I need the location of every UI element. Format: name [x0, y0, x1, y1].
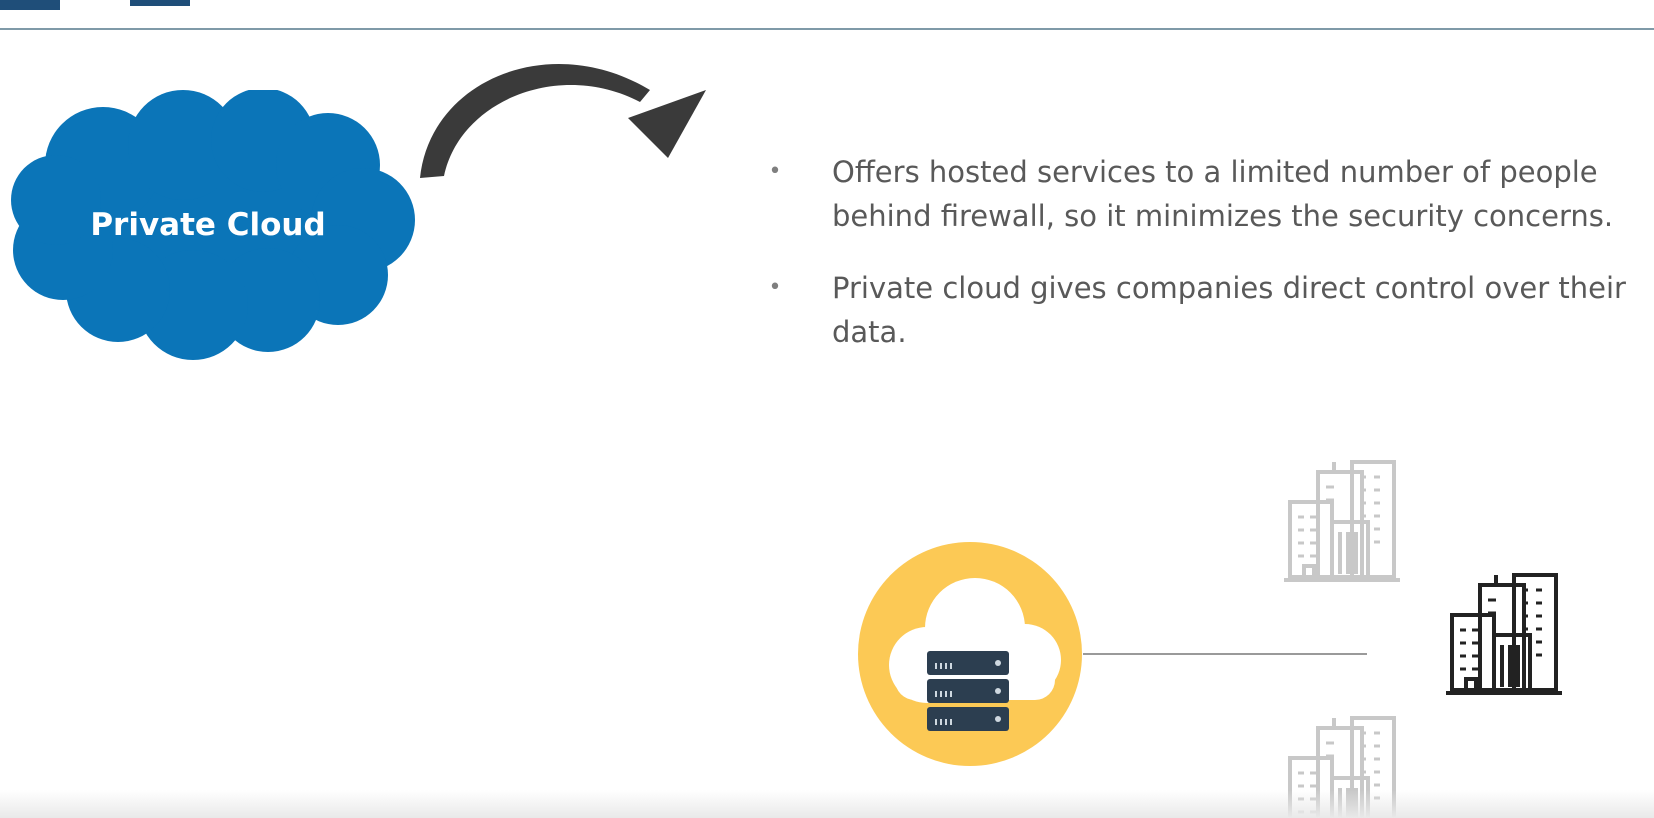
- private-cloud-shape: Private Cloud: [8, 90, 428, 360]
- bullet-item: • Private cloud gives companies direct c…: [760, 266, 1640, 354]
- bullet-text: Offers hosted services to a limited numb…: [832, 155, 1614, 233]
- title-fragment: [0, 0, 60, 10]
- building-icon-faded: [1282, 460, 1402, 582]
- cloud-shape-icon: [11, 90, 415, 360]
- bullet-symbol: •: [768, 159, 782, 184]
- cloud-label: Private Cloud: [90, 207, 326, 243]
- bullet-text: Private cloud gives companies direct con…: [832, 271, 1626, 349]
- title-fragment: [130, 0, 190, 6]
- building-icon-active: [1444, 573, 1564, 695]
- bullet-symbol: •: [768, 275, 782, 300]
- curved-arrow-icon: [420, 64, 706, 178]
- bottom-fade: [0, 790, 1654, 818]
- cloud-server-icon: [858, 542, 1082, 766]
- bullet-item: • Offers hosted services to a limited nu…: [760, 150, 1640, 238]
- slide-header-bar: [0, 0, 1654, 30]
- bullet-list: • Offers hosted services to a limited nu…: [760, 150, 1640, 382]
